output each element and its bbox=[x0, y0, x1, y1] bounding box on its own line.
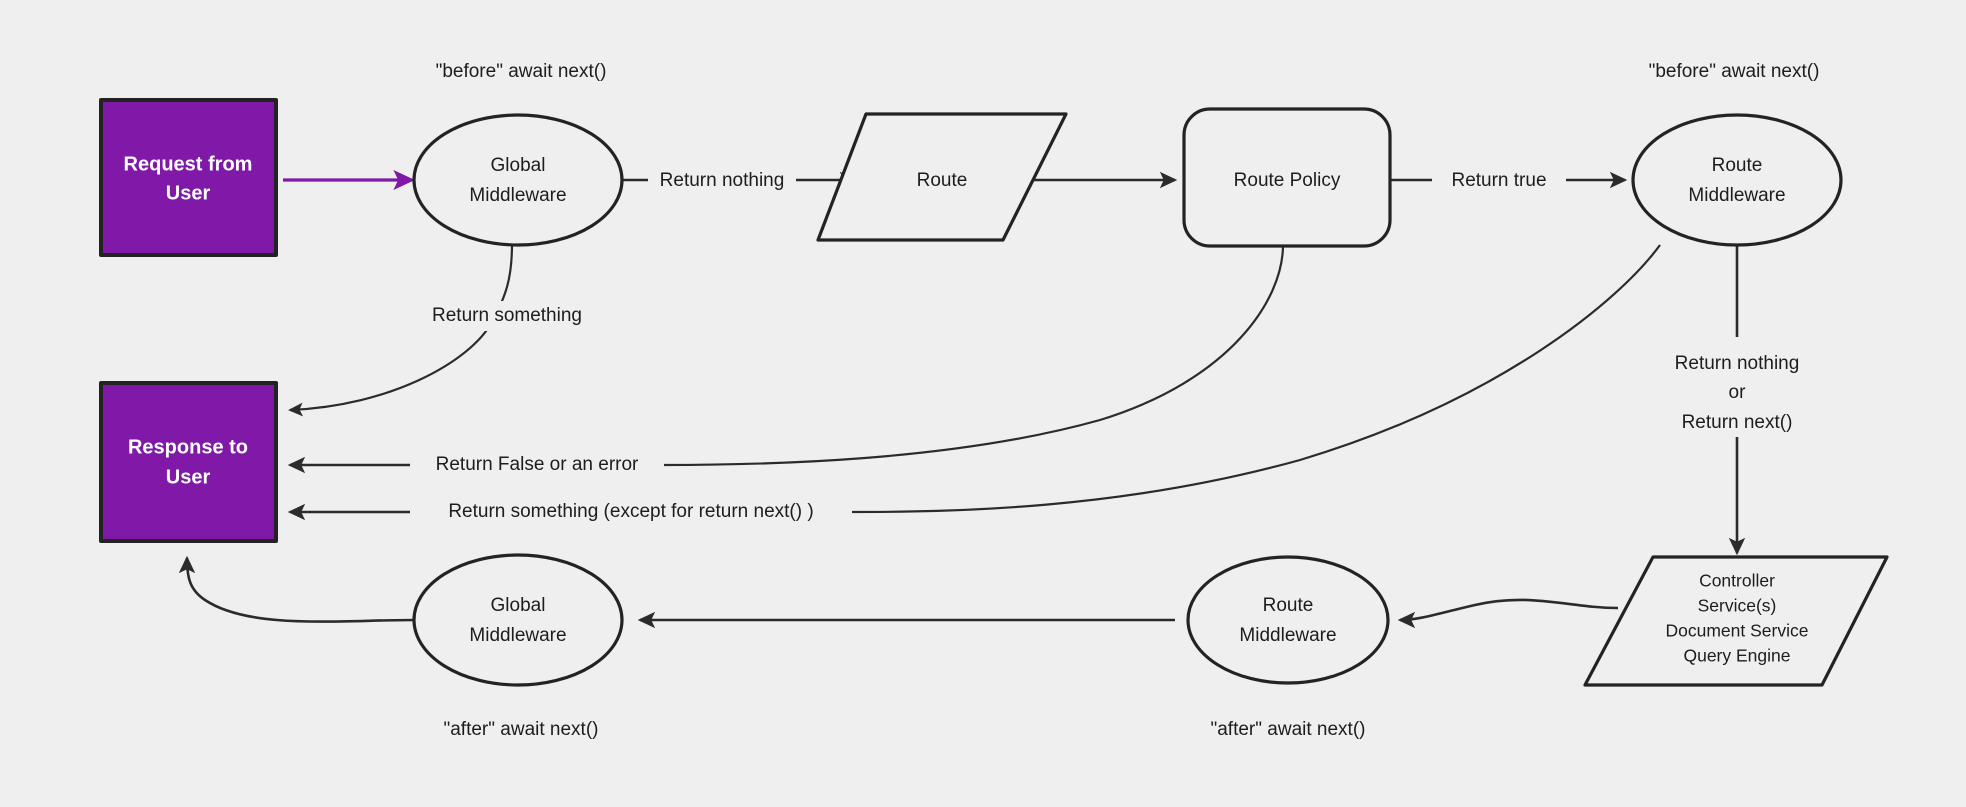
edge-route-policy-to-response-curve bbox=[661, 244, 1285, 467]
node-controller[interactable]: Controller Service(s) Document Service Q… bbox=[1583, 555, 1889, 687]
edge-label-return-nothing: Return nothing bbox=[648, 166, 796, 194]
route-policy-label: Route Policy bbox=[1234, 170, 1341, 191]
annotation-before-route-middleware: "before" await next() bbox=[1649, 61, 1820, 82]
edge-label-return-something-global: Return something bbox=[412, 301, 602, 331]
controller-label-line4: Query Engine bbox=[1683, 646, 1790, 666]
node-route-policy[interactable]: Route Policy bbox=[1182, 107, 1392, 248]
edge-label-return-true: Return true bbox=[1432, 166, 1566, 194]
annotation-after-global-middleware: "after" await next() bbox=[444, 719, 599, 740]
controller-label-line2: Service(s) bbox=[1698, 596, 1777, 616]
route-middleware-after-label-line2: Middleware bbox=[1239, 625, 1336, 646]
request-from-user-label-line1: Request from bbox=[124, 153, 253, 175]
svg-text:Return False or an error: Return False or an error bbox=[436, 454, 639, 475]
route-label: Route bbox=[917, 170, 968, 191]
node-request-from-user[interactable]: Request from User bbox=[99, 98, 278, 257]
edge-route-middleware-to-response-curve bbox=[849, 244, 1661, 514]
controller-parallelogram[interactable] bbox=[1583, 555, 1889, 687]
controller-label-line3: Document Service bbox=[1666, 621, 1809, 641]
annotation-before-global-middleware: "before" await next() bbox=[436, 61, 607, 82]
global-middleware-after-label-line2: Middleware bbox=[469, 625, 566, 646]
route-middleware-before-label-line2: Middleware bbox=[1688, 185, 1785, 206]
edge-label-return-false-or-error: Return False or an error bbox=[410, 450, 664, 480]
global-middleware-after-label-line1: Global bbox=[491, 595, 546, 616]
svg-text:Return something: Return something bbox=[432, 305, 582, 326]
svg-text:Return nothing: Return nothing bbox=[660, 170, 785, 191]
svg-text:Return something (except for r: Return something (except for return next… bbox=[448, 501, 813, 522]
response-to-user-label-line2: User bbox=[166, 466, 211, 488]
node-global-middleware-after[interactable]: Global Middleware bbox=[412, 553, 624, 687]
node-route-middleware-after[interactable]: Route Middleware bbox=[1186, 555, 1390, 685]
route-parallelogram[interactable] bbox=[816, 112, 1068, 242]
edge-global-middleware-after-to-response bbox=[178, 555, 416, 623]
svg-text:Return next(): Return next() bbox=[1682, 412, 1793, 433]
edge-label-return-something-except-next: Return something (except for return next… bbox=[410, 497, 852, 527]
edge-label-return-nothing-or-next: Return nothing or Return next() bbox=[1640, 344, 1835, 434]
controller-label-line1: Controller bbox=[1699, 571, 1775, 591]
route-middleware-after-ellipse[interactable] bbox=[1186, 555, 1390, 685]
global-middleware-before-label-line1: Global bbox=[491, 155, 546, 176]
node-route[interactable]: Route bbox=[816, 112, 1068, 242]
request-from-user-box[interactable] bbox=[99, 98, 278, 257]
edge-controller-to-route-middleware-after bbox=[1397, 598, 1619, 629]
response-to-user-label-line1: Response to bbox=[128, 436, 248, 458]
edge-global-middleware-to-response bbox=[288, 243, 514, 417]
global-middleware-after-ellipse[interactable] bbox=[412, 553, 624, 687]
route-policy-box[interactable] bbox=[1182, 107, 1392, 248]
route-middleware-before-label-line1: Route bbox=[1712, 155, 1763, 176]
svg-text:or: or bbox=[1729, 382, 1747, 403]
global-middleware-before-label-line2: Middleware bbox=[469, 185, 566, 206]
global-middleware-before-ellipse[interactable] bbox=[412, 113, 624, 247]
response-to-user-box[interactable] bbox=[99, 381, 278, 543]
annotation-after-route-middleware: "after" await next() bbox=[1211, 719, 1366, 740]
route-middleware-before-ellipse[interactable] bbox=[1631, 113, 1843, 247]
svg-text:Return nothing: Return nothing bbox=[1675, 353, 1800, 374]
node-global-middleware-before[interactable]: Global Middleware bbox=[412, 113, 624, 247]
node-route-middleware-before[interactable]: Route Middleware bbox=[1631, 113, 1843, 247]
request-from-user-label-line2: User bbox=[166, 182, 211, 204]
node-response-to-user[interactable]: Response to User bbox=[99, 381, 278, 543]
svg-text:Return true: Return true bbox=[1451, 170, 1546, 191]
route-middleware-after-label-line1: Route bbox=[1263, 595, 1314, 616]
